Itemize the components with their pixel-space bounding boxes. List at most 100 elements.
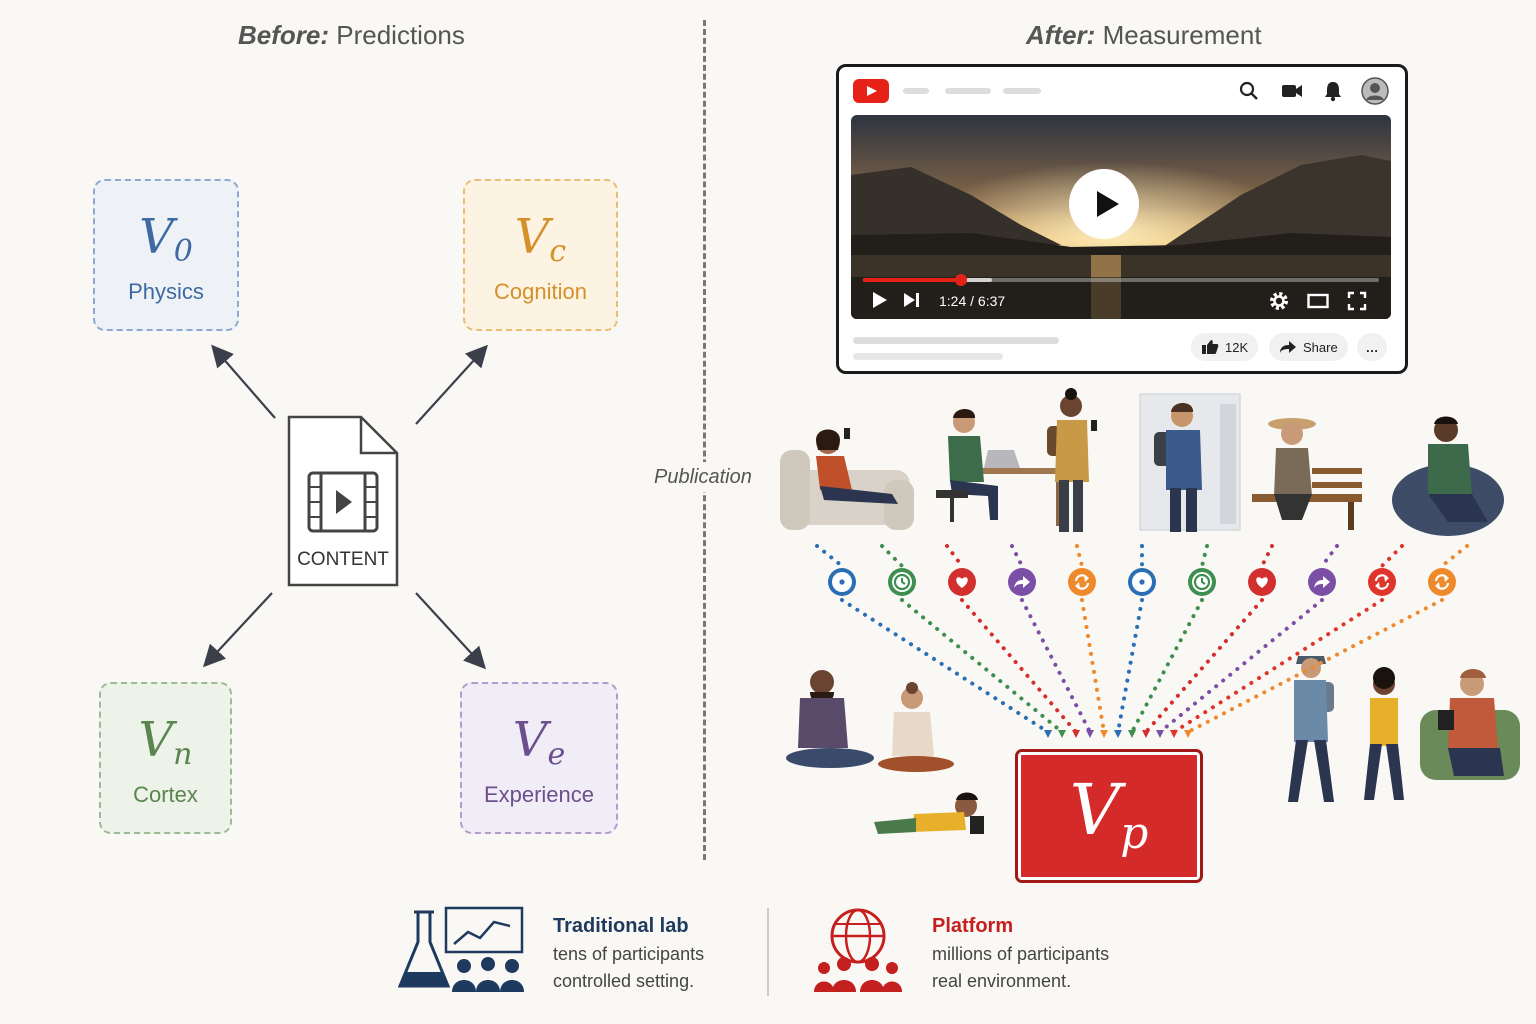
eye-icon [828, 568, 856, 596]
platform-caption: Platform millions of participants real e… [932, 915, 1109, 992]
globe-people-icon [814, 908, 902, 992]
platform-logo-icon[interactable] [853, 79, 889, 103]
engagement-path-upper [880, 544, 904, 568]
share-arrow-icon [1308, 568, 1336, 596]
engagement-arrowhead [1156, 730, 1164, 738]
content-document: CONTENT [287, 415, 399, 587]
after-heading: After: Measurement [1026, 20, 1262, 50]
engagement-path [1144, 598, 1264, 734]
fullscreen-icon[interactable] [1347, 291, 1367, 311]
play-overlay-button[interactable] [1069, 169, 1139, 239]
person-on-bench [1252, 418, 1362, 530]
engagement-path [900, 598, 1064, 734]
cognition-label: Cognition [494, 279, 587, 304]
platform-line-2: real environment. [932, 971, 1072, 991]
before-heading: Before: Predictions [238, 20, 465, 50]
video-thumbnail [851, 115, 1391, 319]
content-label: CONTENT [297, 549, 389, 570]
engagement-arrowhead [1072, 730, 1080, 738]
prediction-arrows [203, 344, 488, 670]
person-walking-yellow [1364, 667, 1404, 800]
share-arrow-icon [1008, 568, 1036, 596]
engagement-path-upper [1200, 544, 1209, 568]
arrow-to-cortex [203, 592, 273, 668]
engagement-path-upper [1380, 544, 1404, 568]
lab-caption: Traditional lab tens of participants con… [553, 915, 704, 992]
experience-label: Experience [483, 782, 595, 807]
bell-icon[interactable] [1323, 80, 1343, 102]
person-sitting-floor [786, 670, 874, 768]
engagement-arrowhead [1044, 730, 1052, 738]
person-on-train [1139, 393, 1241, 532]
engagement-path [1172, 598, 1384, 734]
engagement-path-upper [1010, 544, 1024, 568]
section-divider [703, 20, 706, 860]
like-button[interactable]: 12K [1191, 333, 1259, 361]
progress-knob[interactable] [955, 274, 968, 286]
engagement-arrowhead [1086, 730, 1094, 738]
platform-line-1: millions of participants [932, 944, 1110, 964]
cortex-label: Cortex [133, 782, 198, 807]
play-icon[interactable] [871, 291, 889, 309]
cognition-box: Vc Cognition [463, 179, 618, 331]
engagement-path [960, 598, 1078, 734]
arrow-to-physics [211, 344, 276, 419]
lab-line-2: controlled setting. [553, 971, 695, 991]
settings-gear-icon[interactable] [1269, 291, 1289, 311]
engagement-path-upper [1075, 544, 1084, 568]
progress-track[interactable] [863, 274, 1379, 286]
engagement-path [1080, 598, 1106, 734]
heart-icon [1248, 568, 1276, 596]
lab-title: Traditional lab [553, 915, 689, 937]
physics-label: Physics [128, 279, 204, 304]
theater-mode-icon[interactable] [1307, 293, 1329, 309]
engagement-arrowhead [1170, 730, 1178, 738]
person-on-beanbag [1392, 416, 1504, 536]
engagement-path-upper [1440, 544, 1469, 568]
search-icon[interactable] [1239, 81, 1259, 101]
progress-bar [863, 278, 962, 282]
engagement-path [1158, 598, 1324, 734]
video-timestamp: 1:24 / 6:37 [939, 293, 1006, 309]
clock-icon [888, 568, 916, 596]
person-on-sofa [780, 428, 914, 530]
engagement-path-upper [815, 544, 844, 568]
person-at-desk [936, 409, 1068, 526]
avatar-icon[interactable] [1361, 77, 1389, 105]
cortex-box: Vn Cortex [99, 682, 232, 834]
engagement-path [1116, 598, 1144, 734]
video-camera-icon[interactable] [1281, 82, 1303, 100]
platform-measure-box: Vp [1015, 749, 1203, 883]
vc-symbol: Vc [514, 209, 567, 269]
refresh-icon [1368, 568, 1396, 596]
engagement-arrowhead [1058, 730, 1066, 738]
next-icon[interactable] [903, 291, 921, 309]
video-player[interactable]: 1:24 / 6:37 [851, 115, 1391, 319]
person-lying-tablet [874, 792, 984, 834]
engagement-path-upper [1260, 544, 1274, 568]
thumbs-up-icon [1202, 340, 1219, 354]
arrow-to-experience [415, 592, 486, 670]
engagement-arrowhead [1114, 730, 1122, 738]
person-with-tablet-floor [878, 682, 954, 772]
more-options-button[interactable]: … [1357, 333, 1387, 361]
share-button[interactable]: Share [1269, 333, 1348, 361]
person-standing-backpack [1047, 388, 1097, 532]
refresh-icon [1068, 568, 1096, 596]
refresh-icon [1428, 568, 1456, 596]
vn-symbol: Vn [138, 712, 193, 772]
channel-placeholder [853, 353, 1003, 360]
engagement-arrowhead [1100, 730, 1108, 738]
engagement-arrowhead [1128, 730, 1136, 738]
document-icon [287, 415, 399, 587]
engagement-path-upper [1320, 544, 1339, 568]
vp-symbol: Vp [1069, 769, 1149, 859]
ve-symbol: Ve [512, 712, 566, 772]
engagement-flow [815, 544, 1469, 738]
video-platform-window: 1:24 / 6:37 12K Share … [836, 64, 1408, 374]
heart-icon [948, 568, 976, 596]
video-title-placeholder [853, 337, 1059, 344]
engagement-path [1130, 598, 1204, 734]
engagement-path [1186, 598, 1444, 734]
engagement-path [1020, 598, 1092, 734]
